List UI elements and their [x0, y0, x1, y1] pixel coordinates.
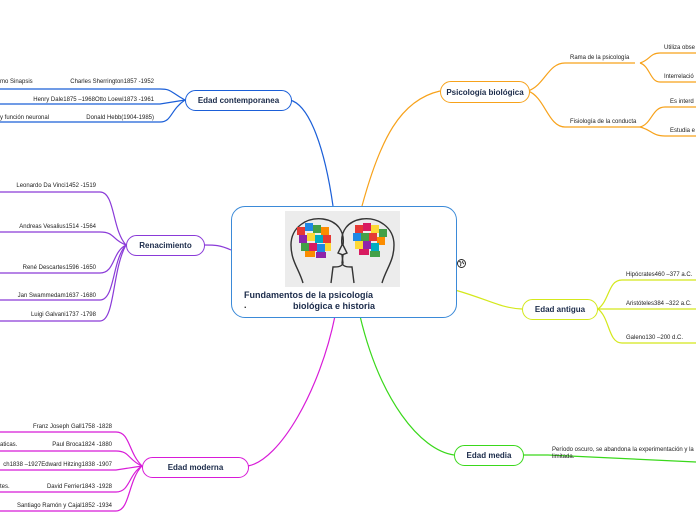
leaf-swammerdam[interactable]: Jan Swammedam1637 -1680: [17, 293, 96, 299]
central-title: Fundamentos de la psicología biológica e…: [244, 290, 444, 312]
node-renacimiento[interactable]: Renacimiento: [126, 235, 205, 256]
leaf-sinapsis-note: mo Sinapsis: [0, 79, 33, 85]
node-edad-antigua[interactable]: Edad antigua: [522, 299, 598, 320]
leaf-hebb[interactable]: Donald Hebb(1904-1985): [86, 115, 154, 121]
central-title-line2: biológica e historia: [293, 301, 376, 311]
psicologia-connectors: [361, 52, 696, 207]
node-edad-moderna[interactable]: Edad moderna: [142, 457, 249, 478]
leaf-periodo-oscuro-line2: limitada.: [552, 454, 575, 460]
leaf-dale-loewi[interactable]: Henry Dale1875 –1968Otto Loewi1873 -1961: [33, 97, 154, 103]
node-psicologia-biologica[interactable]: Psicología biológica: [440, 81, 530, 103]
leaf-gall[interactable]: Franz Joseph Gall1758 -1828: [32, 424, 112, 430]
globe-icon[interactable]: [457, 255, 466, 268]
sub-fisiologia-conducta[interactable]: Fisiología de la conducta: [570, 119, 637, 125]
node-edad-media[interactable]: Edad media: [454, 445, 524, 466]
brain-heads-image: [285, 211, 400, 287]
leaf-broca[interactable]: Paul Broca1824 -1880: [52, 442, 112, 448]
leaf-galeno[interactable]: Galeno130 –200 d.C.: [626, 335, 684, 341]
sub-rama-psicologia[interactable]: Rama de la psicología: [570, 55, 630, 61]
leaf-vesalius[interactable]: Andreas Vesalius1514 -1564: [19, 224, 96, 230]
leaf-estudia[interactable]: Estudia e: [670, 128, 696, 134]
leaf-ramon-y-cajal[interactable]: Santiago Ramón y Cajal1852 -1934: [16, 503, 112, 509]
leaf-broca-note: aticas.: [0, 442, 18, 448]
leaf-sherrington[interactable]: Charles Sherrington1857 -1952: [70, 79, 154, 85]
brain-illustration: [285, 211, 400, 287]
leaf-galvani[interactable]: Luigi Galvani1737 -1798: [30, 312, 96, 318]
leaf-es-interd[interactable]: Es interd: [670, 99, 694, 105]
leaf-interrelacion[interactable]: Interrelació: [664, 74, 694, 80]
leaf-da-vinci[interactable]: Leonardo Da Vinci1452 -1519: [16, 183, 96, 189]
renacimiento-connectors: [0, 191, 232, 322]
leaf-periodo-oscuro-line1[interactable]: Período oscuro, se abandona la experimen…: [552, 447, 694, 453]
central-dot: .: [244, 300, 247, 310]
node-edad-contemporanea[interactable]: Edad contemporanea: [185, 90, 292, 111]
leaf-utiliza[interactable]: Utiliza obse: [664, 45, 696, 51]
leaf-hipocrates[interactable]: Hipócrates460 –377 a.C.: [626, 272, 693, 278]
antigua-connectors: [454, 279, 696, 344]
leaf-aristoteles[interactable]: Aristóteles384 –322 a.C.: [626, 301, 692, 307]
contemporanea-connectors: [0, 88, 334, 207]
leaf-ferrier-note: tes.: [0, 484, 10, 490]
central-title-line1: Fundamentos de la psicología: [244, 290, 374, 300]
moderna-connectors: [0, 315, 336, 512]
leaf-funcion-neuronal-note: y función neuronal: [0, 115, 50, 121]
media-connectors: [359, 315, 696, 463]
leaf-descartes[interactable]: René Descartes1596 -1650: [22, 265, 96, 271]
leaf-ferrier[interactable]: David Ferrier1843 -1928: [46, 484, 112, 490]
leaf-fritsch-hitzig[interactable]: ch1838 –1927Edward Hitzing1838 -1907: [3, 462, 112, 468]
